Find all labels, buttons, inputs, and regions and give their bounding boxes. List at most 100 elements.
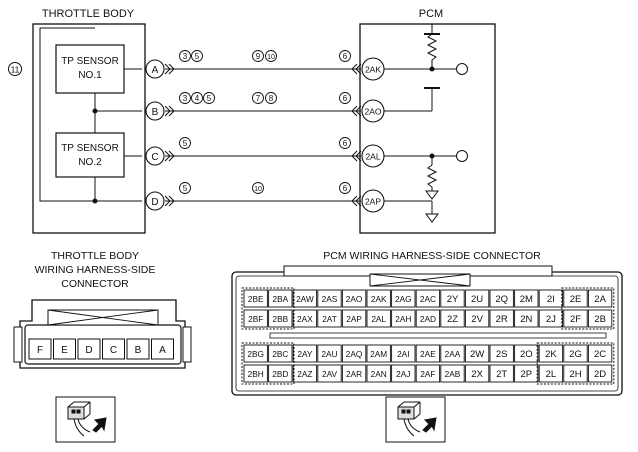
pcm-connector-pin-label: 2AQ <box>346 349 363 359</box>
pcm-connector-pin-label: 2W <box>470 349 484 360</box>
pcm-connector-pin <box>563 364 588 383</box>
pcm-connector-pin <box>391 309 416 328</box>
wire-ref-circle <box>265 92 277 104</box>
pcm-connector-pin-label: 2Y <box>447 294 459 305</box>
pcm-connector-pin <box>243 289 268 308</box>
pcm-connector-pin-label: 2L <box>546 369 557 380</box>
wire-ref-label: 5 <box>195 52 200 61</box>
wire-ref-circle <box>191 50 203 62</box>
pcm-connector-pin <box>587 289 613 308</box>
pcm-connector-pin <box>317 309 342 328</box>
splice-dot <box>92 198 98 204</box>
splice-dot <box>429 153 435 159</box>
pcm-connector-pin <box>489 289 514 308</box>
tb-connector-pin <box>102 338 125 360</box>
pcm-connector-pin <box>440 344 465 363</box>
pcm-connector-pin <box>464 364 490 383</box>
pcm-connector-pin-label: 2AJ <box>396 369 410 379</box>
pcm-connector-pin <box>538 289 564 308</box>
wire-ref-circle <box>252 92 264 104</box>
pcm-connector-pin-label: 2AE <box>420 349 436 359</box>
pcm-connector-pin <box>587 344 613 363</box>
splice-dot <box>429 66 435 72</box>
pcm-connector-pin <box>366 344 391 363</box>
pcm-connector-pin-label: 2AB <box>445 369 461 379</box>
wire-ref-circle <box>179 137 191 149</box>
pcm-internal-wiring <box>384 24 456 214</box>
wire-ref-circle <box>179 92 191 104</box>
pcm-connector-pin <box>489 344 514 363</box>
tb-pin-circle <box>145 59 165 79</box>
pcm-connector-pin <box>243 364 268 383</box>
pcm-connector-pin-label: 2AA <box>445 349 461 359</box>
wire-ref-circle <box>179 50 191 62</box>
pcm-connector-pin <box>514 364 539 383</box>
pcm-connector-pin-label: 2BF <box>248 314 263 324</box>
tb-connector-pin-label: C <box>110 345 117 356</box>
pcm-connector-pin <box>489 309 514 328</box>
tb-connector-pin-label: F <box>37 345 43 356</box>
tb-pin-circle <box>145 101 165 121</box>
pcm-connector-pin <box>268 364 293 383</box>
connector-chevron <box>351 150 362 162</box>
wire-ref-label: 3 <box>183 94 188 103</box>
pcm-connector-pin <box>514 309 539 328</box>
tb-connector-pin <box>151 338 174 360</box>
pcm-connector-pin-label: 2S <box>496 349 508 360</box>
pcm-connector-pin <box>415 344 441 363</box>
tp-sensor-1-label: TP SENSOR <box>61 56 119 67</box>
pcm-connector-pin <box>538 309 564 328</box>
pcm-connector-pin-label: 2BC <box>272 349 288 359</box>
terminal-output <box>456 63 468 75</box>
pcm-connector-pin-label: 2AD <box>420 314 436 324</box>
tb-pin-label: B <box>152 107 159 118</box>
pcm-connector-pin-label: 2AC <box>420 294 436 304</box>
pcm-connector-pin <box>464 344 490 363</box>
pcm-pin-circle <box>361 57 385 81</box>
pin-block-outline <box>536 342 615 385</box>
pcm-connector-pin-label: 2AT <box>322 314 337 324</box>
wire-ref-circle <box>203 92 215 104</box>
pcm-connector-pin-label: 2AU <box>321 349 337 359</box>
pcm-connector-pin <box>514 344 539 363</box>
pcm-connector-pin-label: 2T <box>496 369 507 380</box>
pcm-connector-pin <box>317 364 342 383</box>
pcm-connector-pin-label: 2C <box>594 349 606 360</box>
wire-ref-label: 4 <box>195 94 200 103</box>
pcm-connector-pin-label: 2D <box>594 369 606 380</box>
pcm-connector-pin <box>268 344 293 363</box>
pcm-pin-circle <box>361 189 385 213</box>
pcm-connector-pin <box>415 364 441 383</box>
pcm-connector-pin <box>391 289 416 308</box>
pcm-connector-pin-label: 2AX <box>297 314 313 324</box>
pcm-connector-pin-label: 2AO <box>346 294 363 304</box>
pcm-connector-pin <box>587 309 613 328</box>
connector-chevron <box>164 105 175 117</box>
tb-connector-title-3: CONNECTOR <box>61 278 129 290</box>
pcm-pin-label: 2AL <box>365 152 380 162</box>
pcm-connector-pin <box>292 344 318 363</box>
pcm-connector-pin-label: 2AV <box>322 369 338 379</box>
ref-circle-11 <box>8 62 22 76</box>
wire-ref-label: 6 <box>343 139 348 148</box>
pcm-connector-pin-label: 2AL <box>371 314 386 324</box>
wire-ref-label: 5 <box>183 139 188 148</box>
wire-ref-label: 7 <box>256 94 261 103</box>
pcm-box <box>359 23 496 234</box>
pcm-connector-pin-label: 2AN <box>371 369 387 379</box>
connector-chevron <box>351 195 362 207</box>
pcm-connector-pin-label: 2AZ <box>297 369 312 379</box>
pcm-connector-pin-label: 2E <box>570 294 582 305</box>
pin-block-outline <box>241 287 295 330</box>
tp-sensor-1-sublabel: NO.1 <box>78 70 102 81</box>
pcm-connector-pin <box>341 289 367 308</box>
pcm-connector-pin <box>391 344 416 363</box>
pcm-pin-circle <box>361 99 385 123</box>
tb-connector-title-1: THROTTLE BODY <box>51 250 139 262</box>
pcm-connector-pin-label: 2R <box>496 314 508 325</box>
pcm-connector-pin-label: 2AM <box>370 349 387 359</box>
wire-ref-label: 6 <box>343 94 348 103</box>
pcm-connector-pin <box>243 344 268 363</box>
